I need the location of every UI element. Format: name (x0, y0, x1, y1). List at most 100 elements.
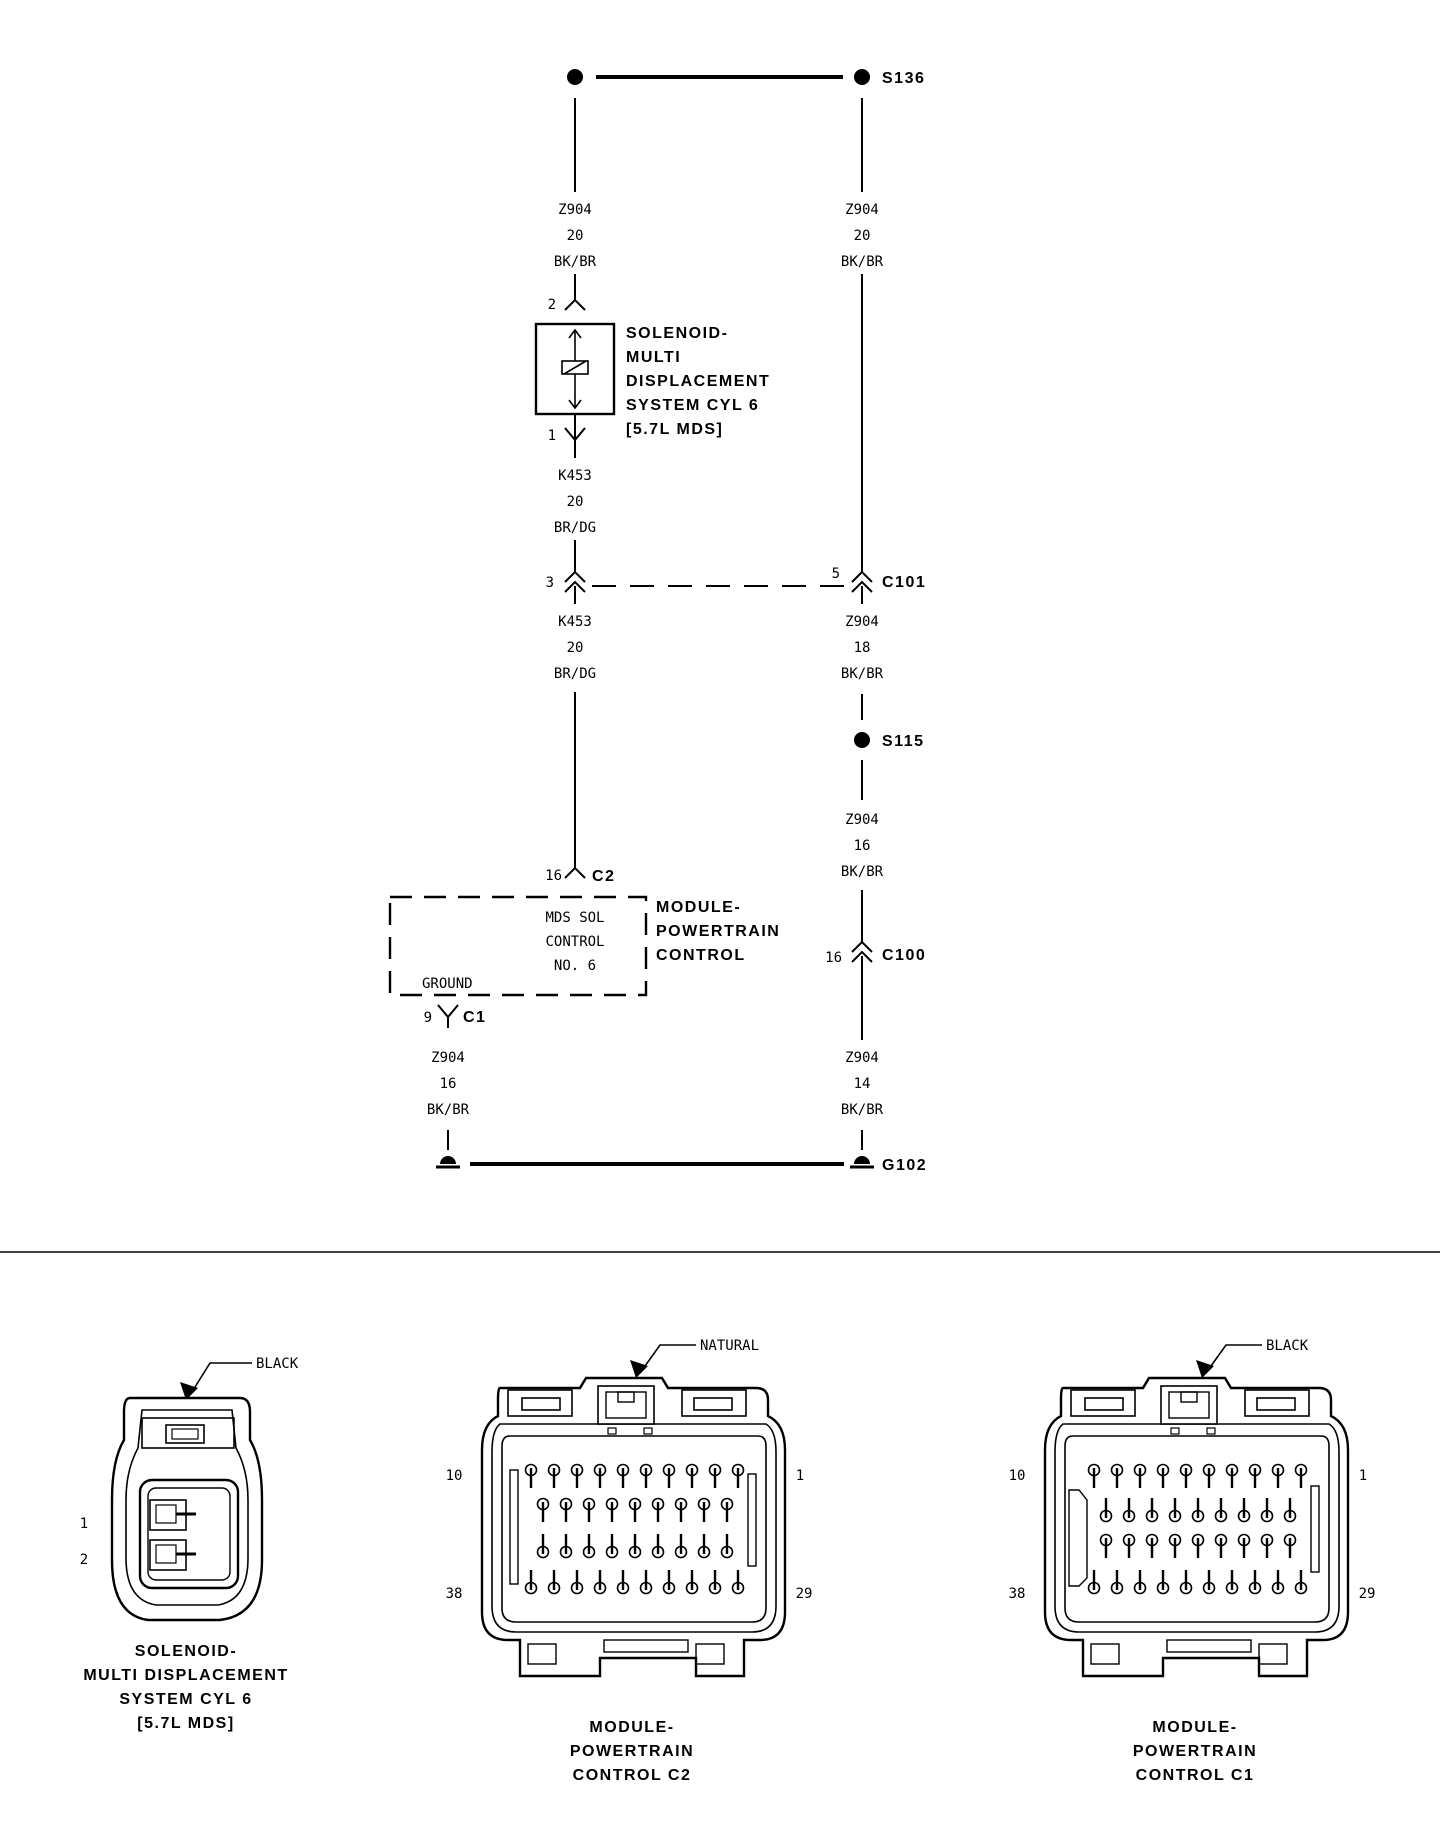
pcm-c1-connector-view: BLACK (1009, 1338, 1376, 1784)
ground-left-icon (440, 1156, 456, 1164)
c1-view-title-1: MODULE- (1152, 1719, 1237, 1736)
c2-view-pin-1: 1 (796, 1468, 804, 1484)
wire-right-mid2-color: BK/BR (841, 864, 884, 880)
c1-view-pin-29: 29 (1359, 1586, 1376, 1602)
c2-connector-symbol (564, 866, 586, 879)
pin-2-connector-symbol (564, 298, 586, 311)
wire-left-top-color: BK/BR (554, 254, 597, 270)
c2-view-pin-10: 10 (446, 1468, 463, 1484)
wire-left-mid1-circuit: K453 (558, 468, 592, 484)
wire-left-mid1-gauge: 20 (567, 494, 584, 510)
sol-view-pin-1: 1 (80, 1516, 88, 1532)
sol-view-title-2: MULTI DISPLACEMENT (83, 1667, 288, 1684)
wire-left-top-circuit: Z904 (558, 202, 592, 218)
c1-connector-color-label: BLACK (1266, 1338, 1309, 1354)
c1-view-title-2: POWERTRAIN (1133, 1743, 1257, 1760)
sol-connector-body (110, 1396, 264, 1622)
wire-left-bottom-color: BK/BR (427, 1102, 470, 1118)
c2-view-title-3: CONTROL C2 (573, 1767, 692, 1784)
c2-pin-16-label: 16 (545, 868, 562, 884)
wire-left-mid1-color: BR/DG (554, 520, 596, 536)
sol-view-title-3: SYSTEM CYL 6 (119, 1691, 252, 1708)
splice-s136-label: S136 (882, 70, 925, 87)
solenoid-label-1: SOLENOID- (626, 325, 728, 342)
splice-dot-s115 (854, 732, 870, 748)
wire-left-bottom-circuit: Z904 (431, 1050, 465, 1066)
pcm-label-2: POWERTRAIN (656, 923, 780, 940)
c101-right-lower (851, 580, 873, 593)
wire-right-mid2-circuit: Z904 (845, 812, 879, 828)
pcm-label-1: MODULE- (656, 899, 741, 916)
c2-view-pin-29: 29 (796, 1586, 813, 1602)
wire-right-bottom-circuit: Z904 (845, 1050, 879, 1066)
c2-arrow-icon (630, 1360, 648, 1378)
wire-right-mid1-color: BK/BR (841, 666, 884, 682)
solenoid-label-3: DISPLACEMENT (626, 373, 770, 390)
sol-latch (165, 1424, 205, 1444)
wire-right-top-gauge: 20 (854, 228, 871, 244)
c2-pin-row-3 (536, 1532, 734, 1559)
c2-connector-color-label: NATURAL (700, 1338, 759, 1354)
wire-right-bottom-color-gauge: 14 (854, 1076, 871, 1092)
c1-view-title-3: CONTROL C1 (1136, 1767, 1255, 1784)
c101-left-upper (564, 570, 586, 583)
sol-view-title-4: [5.7L MDS] (137, 1715, 234, 1732)
c2-pin-row-2 (536, 1497, 734, 1524)
c1-view-pin-1: 1 (1359, 1468, 1367, 1484)
solenoid-label-5: [5.7L MDS] (626, 421, 723, 438)
solenoid-label-4: SYSTEM CYL 6 (626, 397, 759, 414)
wire-left-mid2-gauge: 20 (567, 640, 584, 656)
pcm-internal-1: MDS SOL (545, 910, 604, 926)
wire-right-top-color: BK/BR (841, 254, 884, 270)
pcm-c2-connector-view: NATURAL (446, 1338, 813, 1784)
c2-view-title-2: POWERTRAIN (570, 1743, 694, 1760)
ground-g102-icon (854, 1156, 870, 1164)
c2-view-pin-38: 38 (446, 1586, 463, 1602)
wire-left-bottom-gauge: 16 (440, 1076, 457, 1092)
solenoid-label-2: MULTI (626, 349, 681, 366)
c100-upper (851, 940, 873, 953)
c1-connector-symbol (437, 1004, 459, 1019)
splice-dot-s136 (854, 69, 870, 85)
wire-right-mid1-gauge: 18 (854, 640, 871, 656)
c1-view-pin-38: 38 (1009, 1586, 1026, 1602)
c101-pin-3-label: 3 (546, 575, 554, 591)
c1-pin-9-label: 9 (424, 1010, 432, 1026)
pcm-label-3: CONTROL (656, 947, 746, 964)
pcm-ground-label: GROUND (422, 976, 473, 992)
wire-left-top-gauge: 20 (567, 228, 584, 244)
c101-right-upper (851, 570, 873, 583)
pcm-internal-3: NO. 6 (554, 958, 596, 974)
c100-pin-16-label: 16 (825, 950, 842, 966)
sol-view-pin-2: 2 (80, 1552, 88, 1568)
sol-view-title-1: SOLENOID- (135, 1643, 237, 1660)
c101-label: C101 (882, 574, 926, 591)
sol-arrow-icon (180, 1382, 198, 1400)
wire-left-mid2-circuit: K453 (558, 614, 592, 630)
c1-pin-row-2 (1099, 1496, 1297, 1523)
splice-s115-label: S115 (882, 733, 924, 750)
wire-left-mid2-color: BR/DG (554, 666, 596, 682)
c2-label: C2 (592, 868, 615, 885)
c2-view-title-1: MODULE- (589, 1719, 674, 1736)
sol-connector-face (138, 1478, 240, 1590)
c100-lower (851, 950, 873, 963)
wire-right-mid2-gauge: 16 (854, 838, 871, 854)
solenoid-connector-view: BLACK 1 2 SOLENOID- MULTI DISPLACEMENT S… (80, 1356, 299, 1732)
pcm-internal-2: CONTROL (545, 934, 604, 950)
c1-arrow-icon (1196, 1360, 1214, 1378)
c101-left-lower (564, 580, 586, 593)
sol-pin-1-label: 1 (548, 428, 556, 444)
ground-g102-label: G102 (882, 1157, 927, 1174)
sol-connector-color-label: BLACK (256, 1356, 299, 1372)
wire-right-mid1-circuit: Z904 (845, 614, 879, 630)
c1-pin-row-3 (1099, 1533, 1297, 1560)
c101-pin-5-label: 5 (832, 566, 840, 582)
splice-dot-left (567, 69, 583, 85)
c100-label: C100 (882, 947, 926, 964)
wire-right-bottom-color: BK/BR (841, 1102, 884, 1118)
pcm-dashed-box (388, 895, 648, 997)
sol-pin-2-label: 2 (548, 297, 556, 313)
c1-view-pin-10: 10 (1009, 1468, 1026, 1484)
